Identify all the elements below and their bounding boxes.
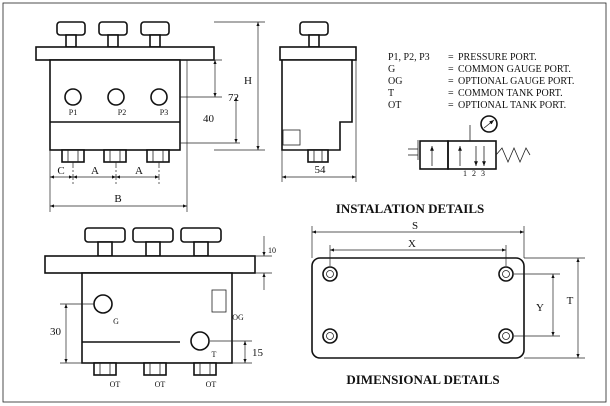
legend-code-0: P1, P2, P3 — [388, 52, 430, 63]
svg-text:=: = — [448, 76, 454, 87]
legend-desc-2: OPTIONAL GAUGE PORT. — [458, 76, 574, 87]
fitting-1 — [61, 149, 85, 163]
tank-fitting-1 — [93, 362, 117, 376]
tank-label-3: OT — [206, 380, 217, 389]
legend-code-3: T — [388, 88, 394, 99]
svg-text:=: = — [448, 100, 454, 111]
legend-code-4: OT — [388, 100, 401, 111]
title-dimensional: DIMENSIONAL DETAILS — [346, 372, 499, 387]
bottom-knob-1 — [84, 227, 126, 257]
port-p2 — [107, 88, 125, 106]
fitting-2 — [103, 149, 127, 163]
tank-label-2: OT — [155, 380, 166, 389]
port-label-p2: P2 — [118, 108, 126, 117]
knob-3 — [140, 21, 170, 48]
port-label-p3: P3 — [160, 108, 168, 117]
svg-text:=: = — [448, 88, 454, 99]
dim-15: 15 — [252, 347, 264, 359]
port-t — [190, 331, 210, 351]
symbol-label-2: 2 — [472, 169, 476, 178]
mounting-hole-bl — [322, 328, 338, 344]
legend-code-1: G — [388, 64, 395, 75]
hydraulic-symbol: 1 2 3 — [408, 115, 531, 178]
dim-40: 40 — [203, 113, 215, 125]
front-top-plate — [35, 46, 215, 61]
mounting-plate — [311, 257, 525, 359]
dim-a-1: A — [91, 165, 99, 177]
legend-desc-3: COMMON TANK PORT. — [458, 88, 563, 99]
symbol-label-1: 1 — [463, 169, 467, 178]
dim-72: 72 — [228, 92, 239, 104]
mounting-hole-tr — [498, 266, 514, 282]
dim-s: S — [412, 220, 418, 232]
port-p3 — [150, 88, 168, 106]
tank-fitting-3 — [193, 362, 217, 376]
svg-text:=: = — [448, 52, 454, 63]
tank-label-1: OT — [110, 380, 121, 389]
side-fitting — [307, 149, 329, 163]
spring-icon — [495, 146, 531, 164]
legend-code-2: OG — [388, 76, 402, 87]
legend-desc-0: PRESSURE PORT. — [458, 52, 537, 63]
front-view: P1 P2 P3 C A A B H 72 — [35, 21, 265, 212]
plate-view: S X Y T — [311, 220, 585, 359]
tank-fitting-2 — [143, 362, 167, 376]
valve-box-2 — [447, 140, 497, 170]
port-label-g: G — [113, 317, 119, 326]
mounting-hole-br — [498, 328, 514, 344]
side-body — [281, 59, 353, 151]
dim-y: Y — [536, 302, 544, 314]
symbol-label-3: 3 — [481, 169, 485, 178]
dim-a-2: A — [135, 165, 143, 177]
knob-1 — [56, 21, 86, 48]
bottom-knob-2 — [132, 227, 174, 257]
dim-t: T — [567, 295, 574, 307]
bottom-knob-3 — [180, 227, 222, 257]
dim-10: 10 — [268, 246, 276, 255]
bottom-body — [81, 272, 233, 364]
title-installation: INSTALATION DETAILS — [336, 201, 484, 216]
svg-text:=: = — [448, 64, 454, 75]
legend-desc-4: OPTIONAL TANK PORT. — [458, 100, 566, 111]
sheet-border — [2, 2, 607, 403]
side-view: 54 — [279, 21, 357, 182]
dim-h: H — [244, 75, 252, 87]
port-label-t: T — [212, 350, 217, 359]
legend: P1, P2, P3 = PRESSURE PORT. G = COMMON G… — [388, 52, 574, 111]
mounting-hole-tl — [322, 266, 338, 282]
legend-desc-1: COMMON GAUGE PORT. — [458, 64, 571, 75]
port-label-og: OG — [232, 313, 244, 322]
dim-c: C — [57, 165, 64, 177]
dim-x: X — [408, 238, 416, 250]
knob-2 — [98, 21, 128, 48]
side-top-plate — [279, 46, 357, 61]
port-label-p1: P1 — [69, 108, 77, 117]
port-p1 — [64, 88, 82, 106]
bottom-view: G OG T OT OT OT 10 30 15 — [44, 227, 276, 389]
og-port — [211, 289, 227, 313]
side-knob — [299, 21, 329, 36]
gauge-icon — [480, 115, 498, 133]
dim-30: 30 — [50, 326, 62, 338]
valve-box-1 — [419, 140, 449, 170]
fitting-3 — [146, 149, 170, 163]
bottom-top-plate — [44, 255, 256, 274]
dim-54: 54 — [315, 164, 327, 176]
dim-b: B — [114, 193, 121, 205]
